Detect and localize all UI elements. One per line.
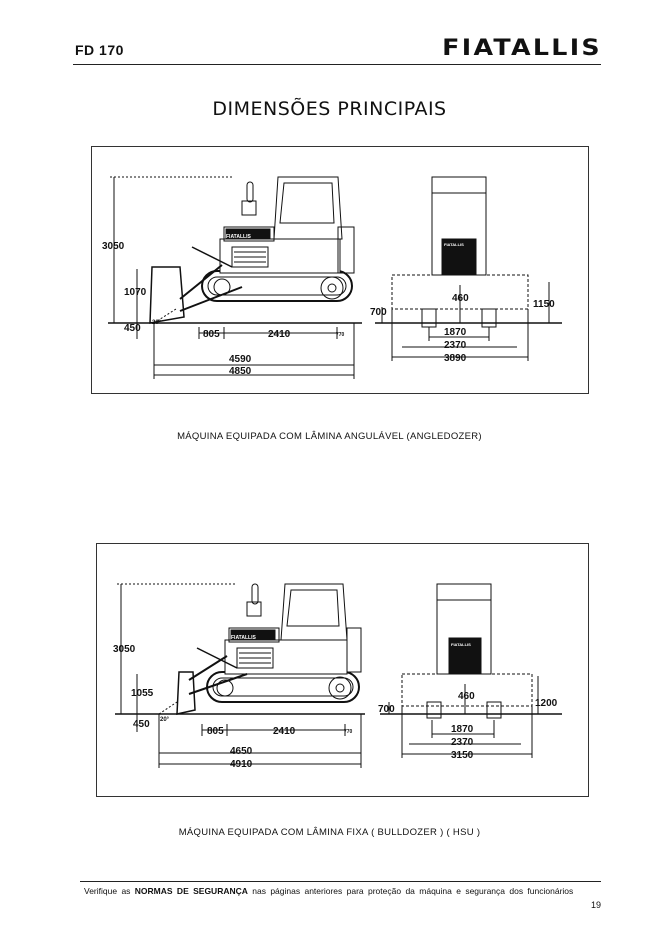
dim-shoe-h: 1150 [533, 299, 555, 310]
header-rule [73, 64, 601, 65]
plate-front: FIATALLIS [444, 242, 464, 247]
dim-length-total: 4850 [229, 366, 252, 377]
dim-angle: 20° [160, 717, 170, 723]
dim-center-h: 460 [452, 293, 469, 304]
dim-ground-clear: 700 [378, 704, 395, 715]
brand-logo: FIATALLIS [442, 36, 602, 61]
dim-rear: 770 [336, 332, 345, 338]
dim-blade-height: 1055 [131, 688, 154, 699]
dim-front: 805 [203, 329, 220, 340]
dim-gauge: 1870 [451, 724, 474, 735]
plate-side: FIATALLIS [231, 635, 256, 641]
dim-height-total: 3050 [113, 644, 136, 655]
dim-blade-width: 3890 [444, 353, 467, 364]
dim-angle: 20° [152, 320, 162, 326]
footer-post: nas páginas anteriores para proteção da … [252, 886, 574, 896]
dim-blade-height: 1070 [124, 287, 147, 298]
dim-wheelbase: 2410 [273, 726, 296, 737]
dim-blade-drop: 450 [133, 719, 150, 730]
dim-track-width: 2370 [444, 340, 467, 351]
dim-ground-clear: 700 [370, 307, 387, 318]
dim-track-width: 2370 [451, 737, 474, 748]
dim-center-h: 460 [458, 691, 475, 702]
footer-pre: Verifique as [84, 886, 131, 896]
page-number: 19 [590, 900, 601, 910]
blade-side [176, 671, 196, 715]
plate-front: FIATALLIS [451, 642, 471, 647]
dim-length-total: 4910 [230, 759, 253, 770]
model-label: FD 170 [75, 42, 124, 58]
figure-angledozer: 3050 1070 450 20° 805 2410 770 4590 4850… [91, 146, 589, 394]
plate-side: FIATALLIS [226, 234, 251, 240]
footer-rule [80, 881, 601, 882]
dim-gauge: 1870 [444, 327, 467, 338]
dim-blade-width: 3150 [451, 750, 474, 761]
figure-bulldozer: 3050 1055 450 20° 805 2410 770 4650 4910… [96, 543, 589, 797]
dim-blade-drop: 450 [124, 323, 141, 334]
dim-wheelbase: 2410 [268, 329, 291, 340]
dim-height-total: 3050 [102, 241, 125, 252]
footer-note: Verifique as NORMAS DE SEGURANÇA nas pág… [84, 886, 604, 896]
machine-cab [273, 176, 343, 240]
caption-bulldozer: MÁQUINA EQUIPADA COM LÂMINA FIXA ( BULLD… [178, 827, 481, 838]
caption-angledozer: MÁQUINA EQUIPADA COM LÂMINA ANGULÁVEL (A… [177, 431, 482, 442]
dim-front: 805 [207, 726, 224, 737]
bulldozer-drawing: 3050 1055 450 20° 805 2410 770 4650 4910… [113, 583, 562, 770]
page-title: DIMENSÕES PRINCIPAIS [212, 98, 447, 120]
track-side [201, 270, 353, 302]
blade-front [401, 673, 533, 707]
dim-shoe-h: 1200 [535, 698, 558, 709]
dim-length: 4590 [229, 354, 252, 365]
machine-body [224, 639, 348, 675]
machine-body [219, 238, 341, 274]
dim-length: 4650 [230, 746, 253, 757]
angledozer-drawing: 3050 1070 450 20° 805 2410 770 4590 4850… [102, 176, 562, 379]
dim-rear: 770 [344, 729, 353, 735]
footer-safety-rules: NORMAS DE SEGURANÇA [134, 886, 248, 896]
blade-side [149, 266, 185, 324]
